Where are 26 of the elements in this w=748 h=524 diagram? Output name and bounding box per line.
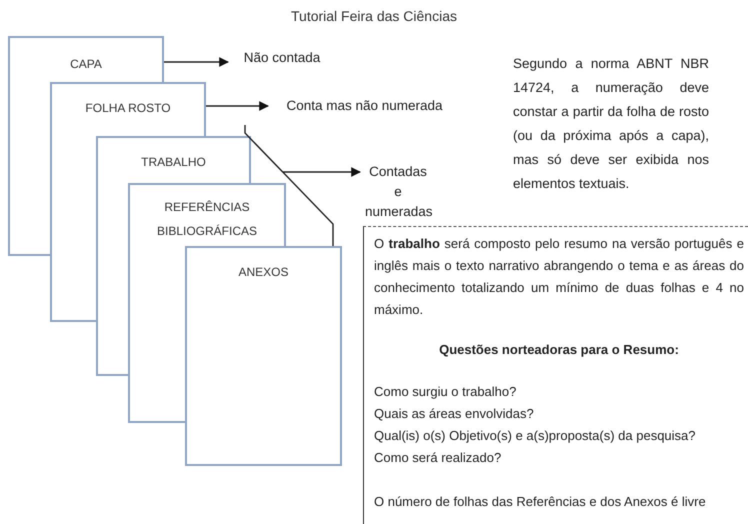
page-sheet [128,183,286,246]
question-text: Como será realizado? [374,449,502,467]
page-title: REFERÊNCIAS BIBLIOGRÁFICAS [156,199,258,240]
question-text: Quais as áreas envolvidas? [374,405,535,423]
status-label: Conta mas não numerada [272,96,457,116]
page-title: TRABALHO [140,154,207,171]
page-title: CAPA [69,56,103,73]
question-text: Qual(is) o(s) Objetivo(s) e a(s)proposta(s) da pesquisa? [374,427,697,445]
page-title: FOLHA ROSTO [84,100,172,117]
diagram-title: Tutorial Feira das Ciências [290,8,458,24]
bracket-arrow [244,124,361,247]
arrow [164,57,229,67]
paragraph: O trabalho será composto pelo resumo na versão português e inglês mais o texto narrativo abrangendo o tema e as áreas do conhecimento totalizando um mínimo de duas folhas e 4 no máximo. [374,235,744,319]
section-heading: Questões norteadoras para o Resumo: [438,341,680,359]
paragraph: O número de folhas das Referências e dos Anexos é livre [374,493,707,511]
question-text: Como surgiu o trabalho? [374,383,518,401]
page-title: ANEXOS [237,264,290,281]
page-sheet [8,36,164,82]
page-sheet [185,246,342,466]
arrow [206,101,269,111]
status-label: Contadas e numeradas [365,162,431,222]
page-sheet [50,82,206,136]
page-sheet [96,136,251,183]
text-panel [363,226,748,524]
note-paragraph: Segundo a norma ABNT NBR 14724, a numeração deve constar a partir da folha de rosto (ou da próxima após a capa), mas só deve ser exibida nos elementos textuais. [513,55,709,193]
status-label: Não contada [232,48,332,68]
